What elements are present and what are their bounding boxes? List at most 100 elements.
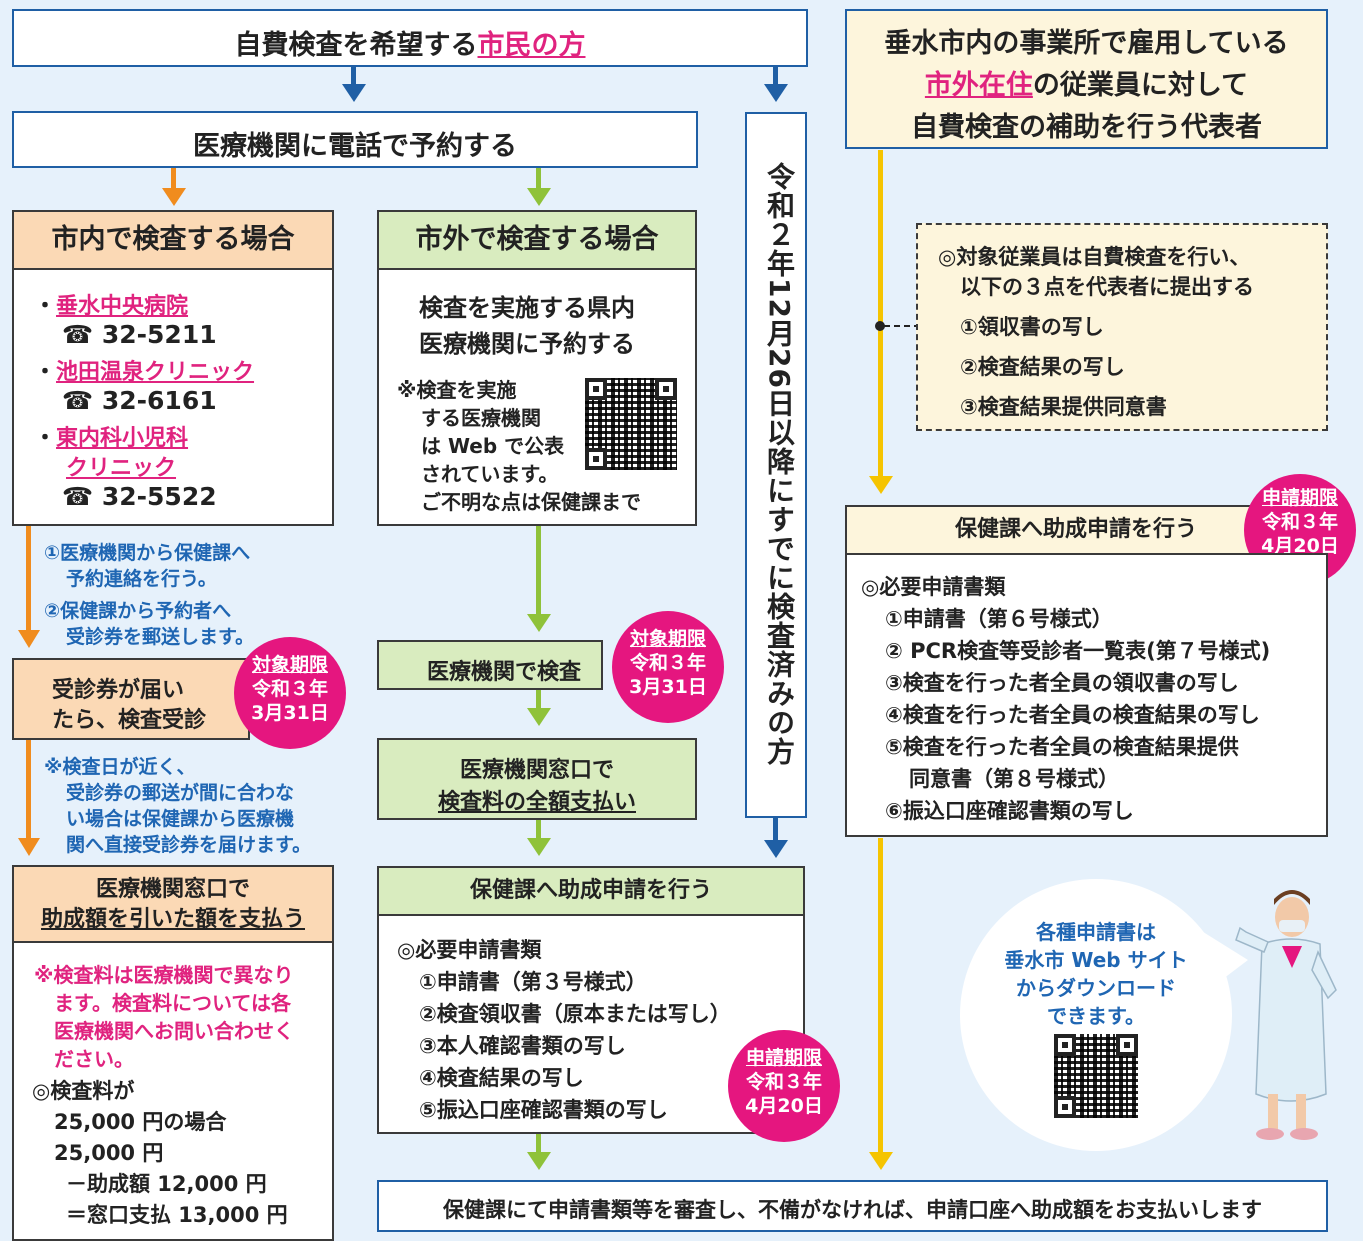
deadline-badge: 申請期限 令和３年 4月20日 — [728, 1030, 840, 1142]
outside-header: 市外で検査する場合 — [377, 210, 697, 270]
example-line: 25,000 円の場合 — [54, 1110, 227, 1134]
notice-text: 受診券の郵送が間に合わな — [66, 782, 295, 804]
clinic-phone: 32-5211 — [101, 320, 217, 349]
pay-header-line: 助成額を引いた額を支払う — [40, 907, 305, 932]
bubble-line: 垂水市 Web サイト — [1004, 948, 1188, 972]
bullet: ・ — [34, 360, 57, 385]
badge-line: 令和３年 — [1261, 511, 1338, 533]
deadline-badge: 対象期限 令和３年 3月31日 — [612, 611, 724, 723]
badge-line: 4月20日 — [1261, 535, 1339, 557]
inside-header-text: 市内で検査する場合 — [51, 224, 295, 255]
already-tested-box: 令和２年12月26日以降にすでに検査済みの方 — [745, 112, 807, 818]
pay-header-line: 医療機関窓口で — [95, 877, 250, 902]
outside-body-line: 医療機関に予約する — [419, 330, 635, 358]
outside-header-text: 市外で検査する場合 — [415, 224, 659, 255]
badge-line: 3月31日 — [629, 676, 707, 698]
citizen-highlight: 市民の方 — [477, 30, 586, 61]
employee-line: ②検査結果の写し — [960, 355, 1125, 379]
voucher-box: 受診券が届い たら、検査受診 — [12, 658, 250, 740]
employee-line: 以下の３点を代表者に提出する — [960, 275, 1254, 299]
deadline-badge: 対象期限 令和３年 3月31日 — [234, 637, 346, 749]
qr-code-icon[interactable] — [585, 378, 677, 470]
step-text: ①医療機関から保健課へ — [44, 542, 251, 564]
clinic-name[interactable]: 池田温泉クリニック — [56, 360, 255, 385]
doc-item: ②検査領収書（原本または写し） — [419, 1002, 731, 1026]
pay-note: ※検査料は医療機関で異なり — [34, 963, 294, 987]
final-text: 保健課にて申請書類等を審査し、不備がなければ、申請口座へ助成額をお支払いします — [443, 1198, 1262, 1222]
badge-label: 申請期限 — [745, 1047, 822, 1069]
employee-line: ①領収書の写し — [960, 315, 1104, 339]
clinic-name[interactable]: クリニック — [66, 456, 177, 481]
employer-line1: 垂水市内の事業所で雇用している — [884, 28, 1289, 59]
clinic-name[interactable]: 東内科小児科 — [56, 426, 189, 451]
voucher-text: たら、検査受診 — [52, 708, 207, 733]
clinic-name[interactable]: 垂水中央病院 — [56, 294, 189, 319]
example-line: －助成額 12,000 円 — [66, 1172, 267, 1196]
pay-note: ださい。 — [54, 1047, 134, 1071]
employer-apply-header: 保健課へ助成申請を行う — [845, 505, 1263, 555]
doc-item: ①申請書（第３号様式） — [419, 970, 647, 994]
test-text: 医療機関で検査 — [427, 660, 582, 685]
doctor-illustration — [1235, 890, 1337, 1140]
doc-item: ⑤振込口座確認書類の写し — [419, 1098, 668, 1122]
full-pay-line: 検査料の全額支払い — [437, 790, 636, 815]
doc-item: ◎必要申請書類 — [397, 938, 542, 962]
green-arrow — [527, 168, 551, 1170]
doc-item: ② PCR検査等受診者一覧表(第７号様式) — [885, 639, 1271, 663]
qr-code-icon[interactable] — [1054, 1034, 1138, 1118]
yellow-arrow — [869, 150, 893, 1170]
citizen-header: 自費検査を希望する市民の方 — [12, 9, 808, 67]
speech-bubble — [960, 879, 1232, 1151]
pay-details: ※検査料は医療機関で異なり ます。検査料については各 医療機関へお問い合わせく … — [12, 941, 334, 1241]
notice-text: ※検査日が近く、 — [44, 756, 196, 778]
phone-icon: ☎ — [62, 482, 94, 511]
citizen-text: 自費検査を希望する — [234, 30, 478, 61]
reserve-text: 医療機関に電話で予約する — [193, 131, 517, 162]
bullet: ・ — [34, 294, 57, 319]
employee-line: ◎対象従業員は自費検査を行い、 — [938, 245, 1251, 269]
outside-body-line: 検査を実施する県内 — [419, 294, 635, 322]
doc-item: ⑥振込口座確認書類の写し — [885, 799, 1134, 823]
outside-note: ※検査を実施 — [397, 378, 517, 402]
apply-header-text: 保健課へ助成申請を行う — [955, 517, 1198, 542]
badge-line: 令和３年 — [251, 678, 328, 700]
orange-arrow — [18, 168, 186, 856]
badge-line: 令和３年 — [629, 652, 706, 674]
voucher-text: 受診券が届い — [52, 678, 185, 703]
example-line: ＝窓口支払 13,000 円 — [66, 1203, 288, 1227]
employer-docs: ◎必要申請書類 ①申請書（第６号様式） ② PCR検査等受診者一覧表(第７号様式… — [845, 553, 1328, 837]
doc-item: ◎必要申請書類 — [861, 575, 1006, 599]
badge-line: 3月31日 — [251, 702, 329, 724]
final-box: 保健課にて申請書類等を審査し、不備がなければ、申請口座へ助成額をお支払いします — [377, 1180, 1328, 1232]
phone-icon: ☎ — [62, 320, 94, 349]
doc-item: ①申請書（第６号様式） — [885, 607, 1113, 631]
bubble-line: できます。 — [1047, 1004, 1145, 1028]
notice-text: い場合は保健課から医療機 — [66, 808, 295, 830]
outside-note: ご不明な点は保健課まで — [421, 490, 641, 514]
badge-line: 4月20日 — [745, 1095, 823, 1117]
doc-item: ④検査を行った者全員の検査結果の写し — [885, 703, 1260, 727]
apply-header-text: 保健課へ助成申請を行う — [469, 878, 712, 903]
phone-icon: ☎ — [62, 386, 94, 415]
clinic-phone: 32-6161 — [101, 386, 217, 415]
example-line: 25,000 円 — [54, 1141, 164, 1165]
pay-note: ます。検査料については各 — [54, 991, 291, 1015]
employer-header: 垂水市内の事業所で雇用している 市外在住の従業員に対して 自費検査の補助を行う代… — [845, 9, 1328, 149]
doc-item: 同意書（第８号様式） — [909, 767, 1119, 791]
doc-item: ④検査結果の写し — [419, 1066, 584, 1090]
outside-apply-header: 保健課へ助成申請を行う — [377, 866, 805, 916]
step-text: 受診券を郵送します。 — [66, 626, 255, 648]
employer-line2: の従業員に対して — [1032, 70, 1249, 101]
clinic-list: ・垂水中央病院 ☎ 32-5211 ・池田温泉クリニック ☎ 32-6161 ・… — [12, 268, 334, 526]
inside-header: 市内で検査する場合 — [12, 210, 334, 270]
reserve-box: 医療機関に電話で予約する — [12, 111, 698, 168]
step-text: 予約連絡を行う。 — [66, 568, 217, 590]
badge-label: 対象期限 — [251, 654, 328, 676]
blue-arrow — [342, 66, 788, 858]
outside-note: されています。 — [421, 462, 559, 486]
full-pay-line: 医療機関窓口で — [459, 758, 614, 783]
doc-item: ③本人確認書類の写し — [419, 1034, 626, 1058]
full-pay-box: 医療機関窓口で 検査料の全額支払い — [377, 738, 697, 820]
bubble-line: からダウンロード — [1016, 976, 1176, 1000]
